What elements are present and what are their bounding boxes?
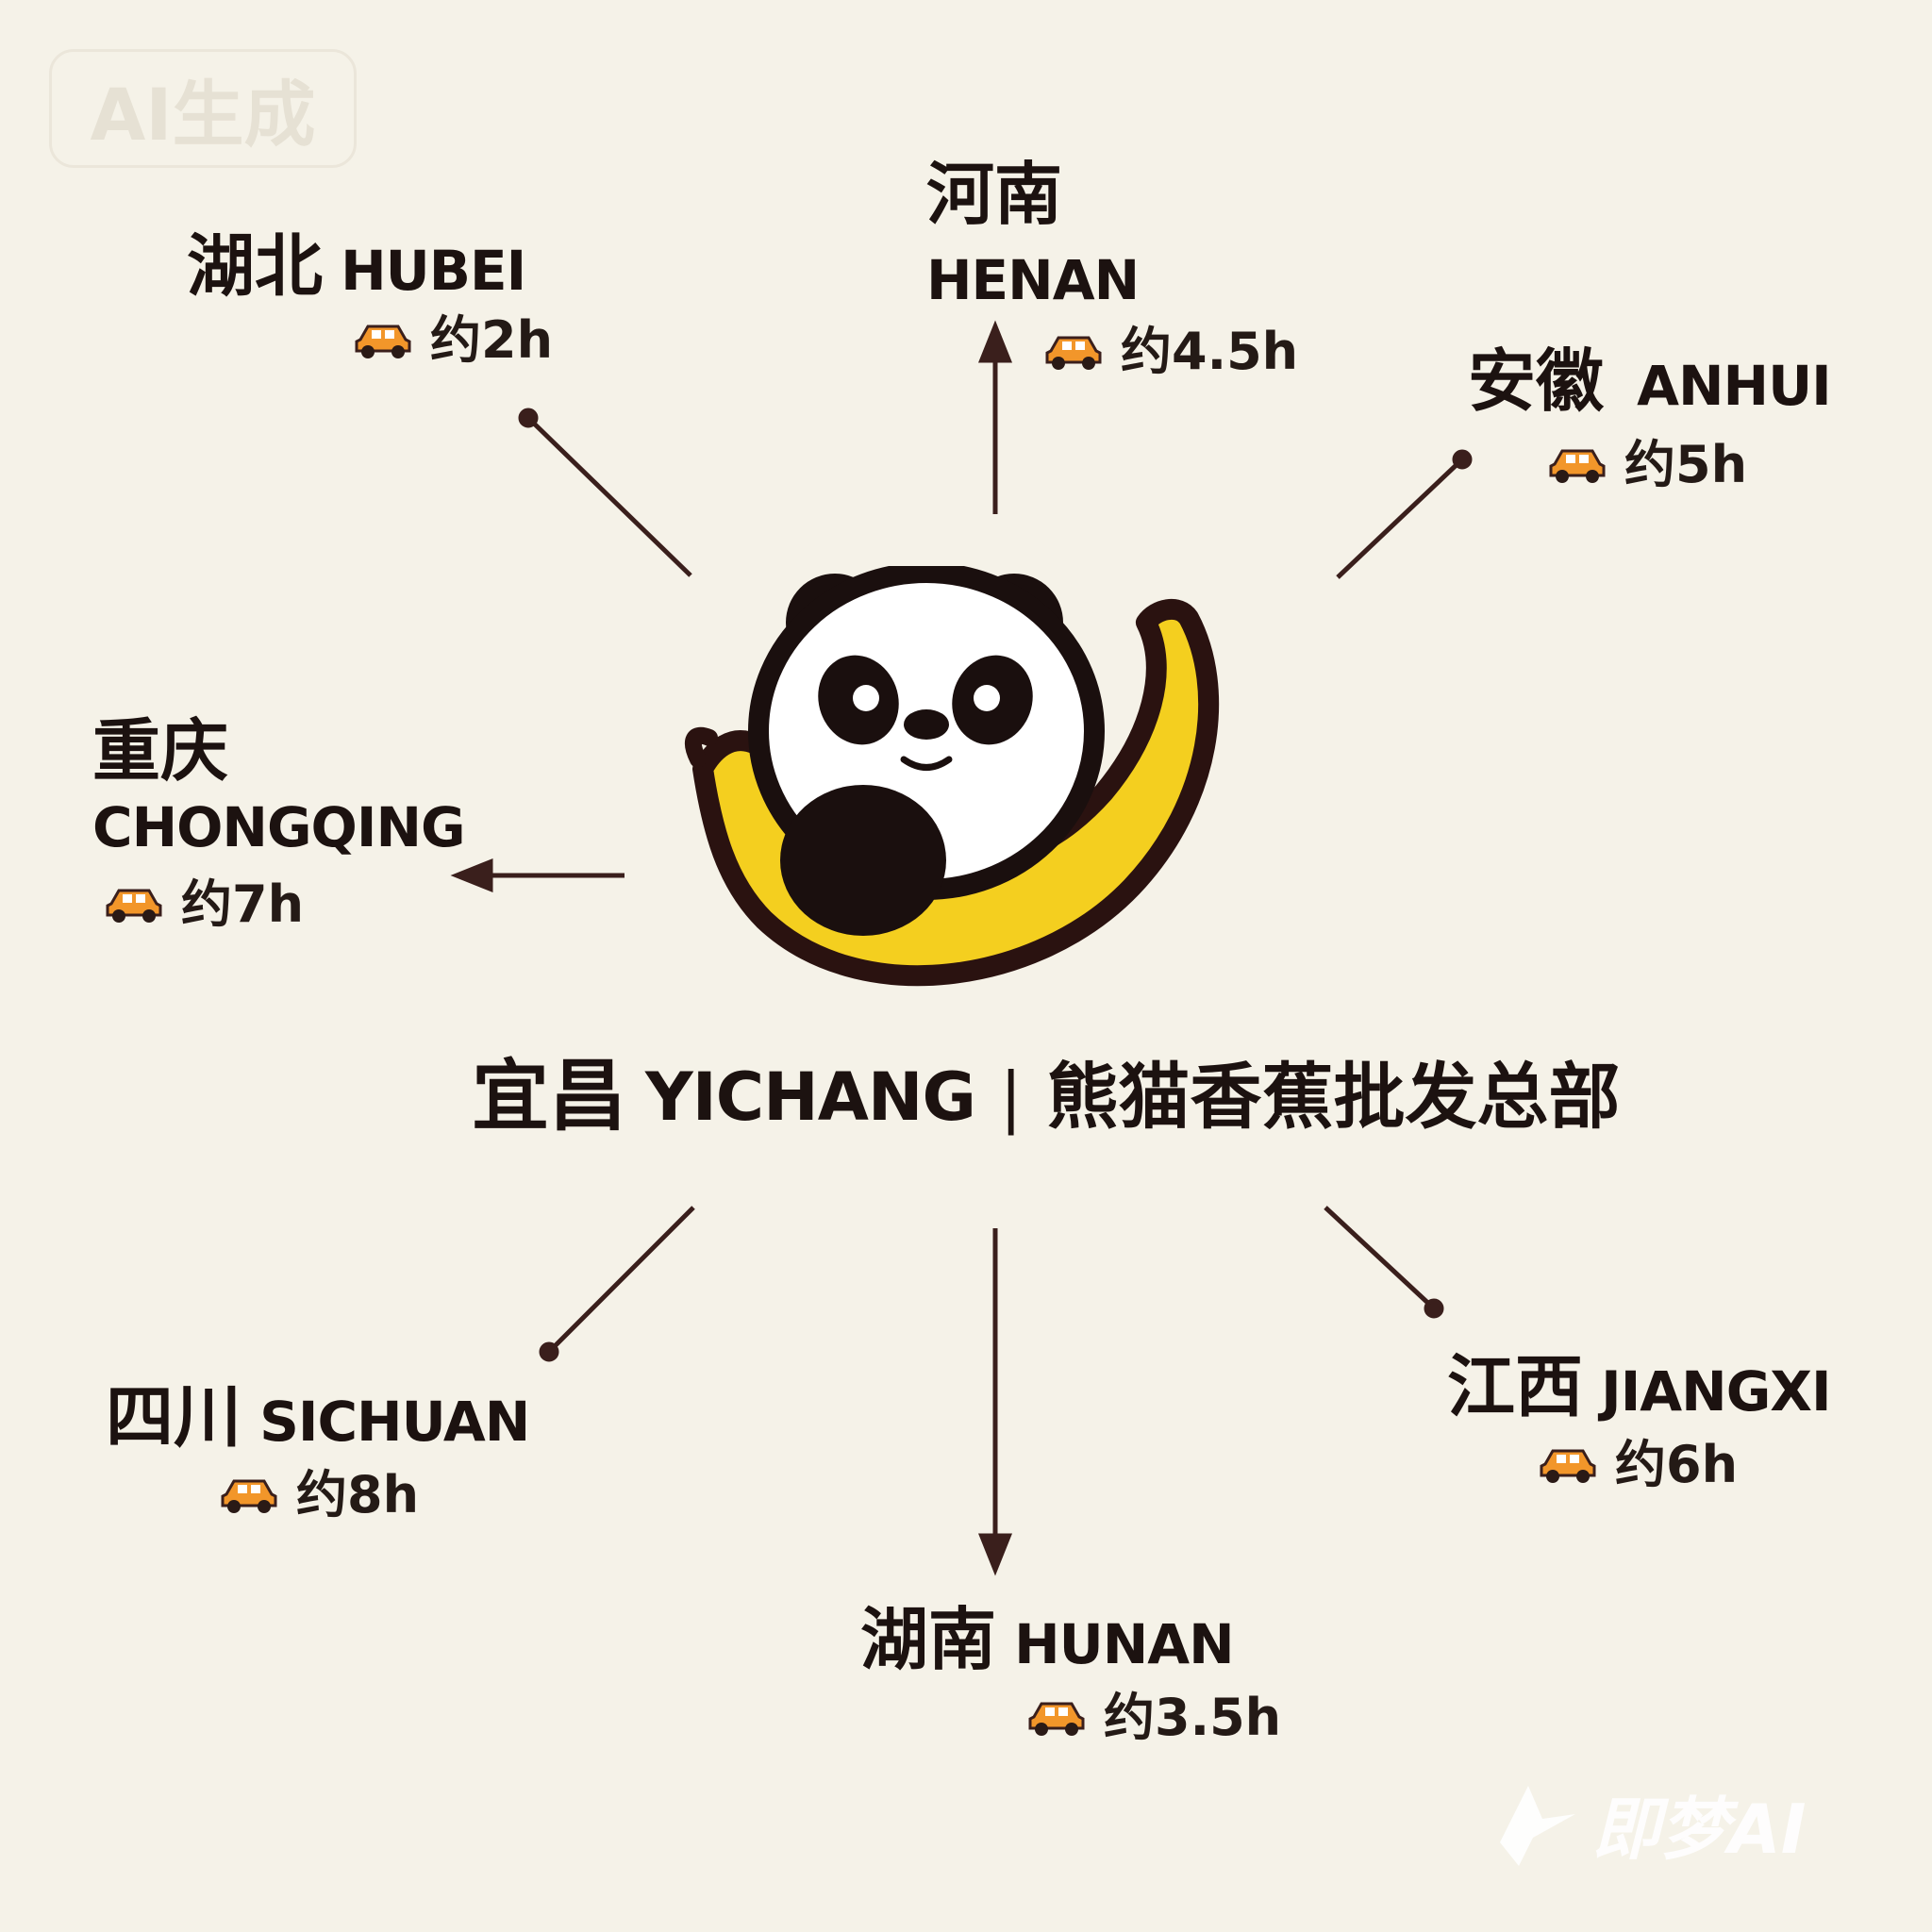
region-sichuan-zh: 四川 xyxy=(106,1377,242,1457)
jimeng-logo-icon xyxy=(1500,1785,1575,1866)
region-sichuan-time: 约8h xyxy=(296,1465,420,1524)
region-anhui-drive: 约5h xyxy=(1547,440,1747,491)
car-icon xyxy=(1549,449,1606,483)
region-henan-drive: 约4.5h xyxy=(1043,326,1298,377)
car-icon xyxy=(1028,1702,1085,1736)
region-henan-time: 约4.5h xyxy=(1121,322,1299,381)
region-hunan-title: 湖南 HUNAN xyxy=(860,1606,1235,1676)
line-jiangxi xyxy=(1324,1206,1436,1310)
region-hunan-zh: 湖南 xyxy=(860,1600,997,1679)
region-hunan-drive: 约3.5h xyxy=(1026,1692,1281,1743)
region-jiangxi-title: 江西 JIANGXI xyxy=(1447,1353,1832,1424)
region-sichuan-title: 四川 SICHUAN xyxy=(106,1383,530,1454)
dot-jiangxi xyxy=(1424,1298,1444,1319)
region-henan-zh: 河南 xyxy=(926,155,1063,234)
region-jiangxi-time: 约6h xyxy=(1615,1435,1739,1494)
dot-hubei xyxy=(518,408,539,428)
region-chongqing-drive: 约7h xyxy=(104,879,304,930)
car-icon xyxy=(1045,336,1102,370)
panda-banana-logo xyxy=(684,566,1220,987)
region-anhui-en: ANHUI xyxy=(1637,354,1832,418)
line-sichuan xyxy=(547,1206,695,1354)
car-icon xyxy=(221,1479,277,1513)
region-hubei-en: HUBEI xyxy=(341,239,526,303)
region-sichuan-en: SICHUAN xyxy=(259,1390,530,1454)
center-label: 宜昌 YICHANG | 熊猫香蕉批发总部 xyxy=(472,1058,1621,1136)
region-hubei-title: 湖北 HUBEI xyxy=(187,232,526,303)
car-icon xyxy=(1540,1449,1596,1483)
dot-sichuan xyxy=(539,1341,559,1362)
region-hunan-time: 约3.5h xyxy=(1104,1688,1282,1747)
region-henan-en: HENAN xyxy=(926,248,1140,312)
region-sichuan-drive: 约8h xyxy=(219,1470,419,1521)
region-anhui-title: 安徽 ANHUI xyxy=(1468,347,1832,418)
region-henan-zh-wrap: 河南 xyxy=(926,160,1062,228)
region-hubei-drive: 约2h xyxy=(353,315,553,366)
region-chongqing-zh: 重庆 xyxy=(92,711,229,791)
region-hubei-time: 约2h xyxy=(430,310,554,370)
watermark-text: 即梦AI xyxy=(1592,1790,1807,1869)
center-separator: | xyxy=(999,1058,1023,1136)
region-chongqing-en-wrap: CHONGQING xyxy=(92,800,466,855)
region-anhui-time: 约5h xyxy=(1624,435,1748,494)
region-hubei-zh: 湖北 xyxy=(187,226,324,306)
dot-anhui xyxy=(1452,449,1473,470)
car-icon xyxy=(355,325,411,358)
region-hunan-en: HUNAN xyxy=(1014,1612,1235,1676)
line-hubei xyxy=(526,416,692,577)
region-chongqing-time: 约7h xyxy=(181,874,305,934)
center-company: 熊猫香蕉批发总部 xyxy=(1046,1055,1621,1139)
region-chongqing-zh-wrap: 重庆 xyxy=(92,717,228,785)
center-city-en: YICHANG xyxy=(645,1058,976,1136)
panda-icon xyxy=(748,566,1105,936)
region-chongqing-en: CHONGQING xyxy=(92,795,466,859)
watermark: 即梦AI xyxy=(1491,1774,1807,1873)
region-jiangxi-zh: 江西 xyxy=(1447,1347,1584,1426)
car-icon xyxy=(106,889,162,923)
region-jiangxi-drive: 约6h xyxy=(1538,1440,1738,1491)
region-anhui-zh: 安徽 xyxy=(1468,341,1605,421)
line-anhui xyxy=(1336,458,1464,579)
region-jiangxi-en: JIANGXI xyxy=(1601,1359,1831,1424)
ai-generated-badge: AI生成 xyxy=(49,49,357,168)
region-henan-en-wrap: HENAN xyxy=(926,253,1140,308)
center-city-zh: 宜昌 xyxy=(472,1052,627,1141)
